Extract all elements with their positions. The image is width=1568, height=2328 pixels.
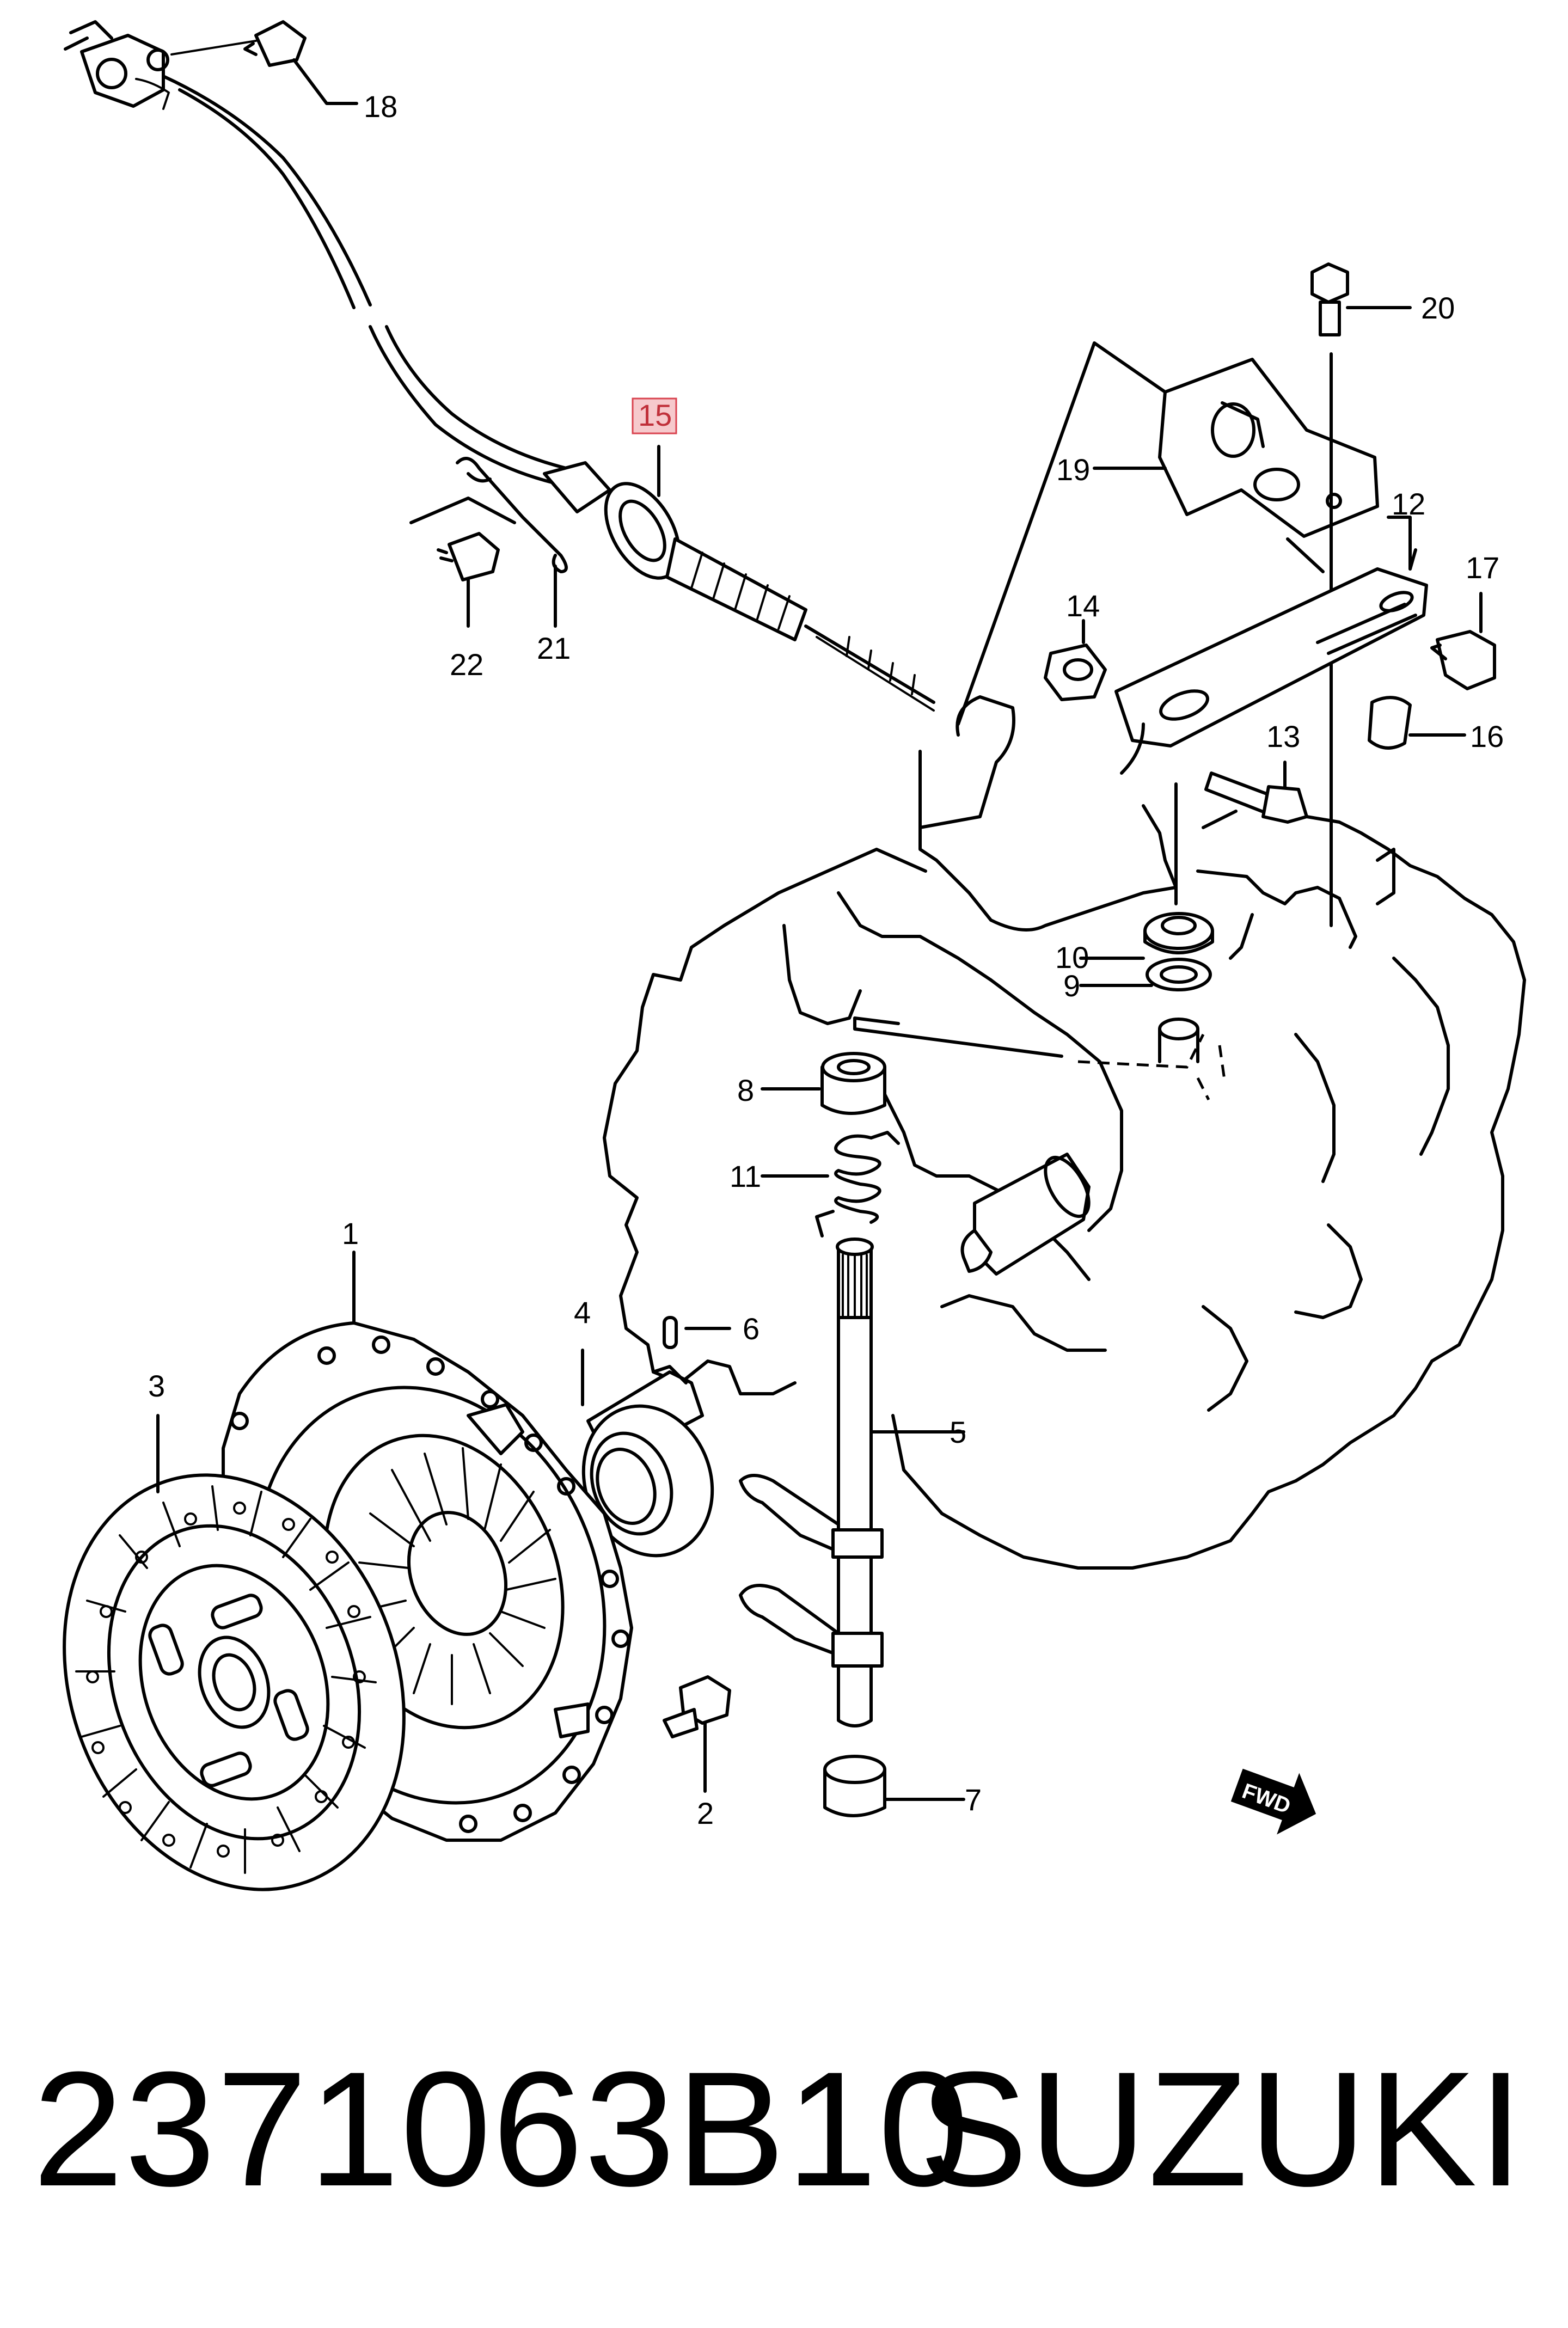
callout-22: 22	[450, 647, 483, 682]
clutch-disc-3	[63, 1414, 406, 1891]
footer: 2371063B10 SUZUKI	[0, 2014, 1568, 2243]
washer-10	[1143, 782, 1214, 954]
callout-7: 7	[965, 1782, 982, 1817]
callout-labels: 1 2 3 4 5 6 7 8 9 10 11 12 13 14 15 16 1…	[148, 89, 1504, 1830]
bolt-13	[1202, 761, 1308, 829]
clip-21	[456, 457, 568, 628]
clutch-cable	[64, 20, 935, 712]
part-number: 2371063B10	[33, 2037, 970, 2220]
release-bearing-4	[581, 1349, 714, 1558]
spring-11	[815, 1131, 900, 1237]
bolt-17	[1430, 592, 1496, 690]
callout-15: 15	[638, 398, 672, 432]
callout-12: 12	[1392, 487, 1425, 521]
callout-14: 14	[1066, 589, 1100, 623]
parts-diagram: FWD 1 2 3 4 5 6 7 8 9 10 11 12 13 14 15 …	[63, 20, 1526, 1891]
callout-4: 4	[574, 1295, 591, 1330]
callout-13: 13	[1266, 719, 1300, 753]
fwd-arrow: FWD	[1230, 1768, 1316, 1835]
callout-2: 2	[697, 1796, 714, 1830]
callout-17: 17	[1466, 550, 1499, 585]
bracket-19	[957, 341, 1379, 726]
brand-name: SUZUKI	[918, 2037, 1524, 2220]
callout-5: 5	[950, 1415, 966, 1449]
transmission-case	[603, 695, 1526, 1570]
callout-3: 3	[148, 1369, 165, 1403]
nut-14	[1044, 619, 1107, 701]
washer-9	[1146, 958, 1212, 1063]
bolt-18	[170, 20, 358, 105]
callout-6: 6	[743, 1312, 759, 1346]
shaft-5	[739, 1237, 965, 1727]
callout-19: 19	[1056, 452, 1090, 487]
callout-1: 1	[342, 1216, 359, 1251]
pin-16	[1368, 696, 1466, 750]
callout-15-highlight	[632, 397, 677, 434]
bushing-8	[820, 1052, 886, 1115]
bolt-22	[409, 497, 516, 628]
callout-20: 20	[1421, 291, 1455, 325]
callout-10: 10	[1055, 940, 1089, 975]
bolt-2	[663, 1675, 731, 1793]
callout-21: 21	[537, 631, 571, 665]
callout-9: 9	[1063, 969, 1080, 1003]
bushing-7	[823, 1755, 965, 1817]
callout-18: 18	[364, 89, 397, 124]
plate-12	[1114, 516, 1428, 748]
leader-lines	[657, 445, 1417, 1178]
callout-8: 8	[737, 1073, 754, 1107]
pin-6	[663, 1316, 731, 1349]
callout-11: 11	[730, 1159, 761, 1193]
callout-16: 16	[1470, 719, 1504, 753]
